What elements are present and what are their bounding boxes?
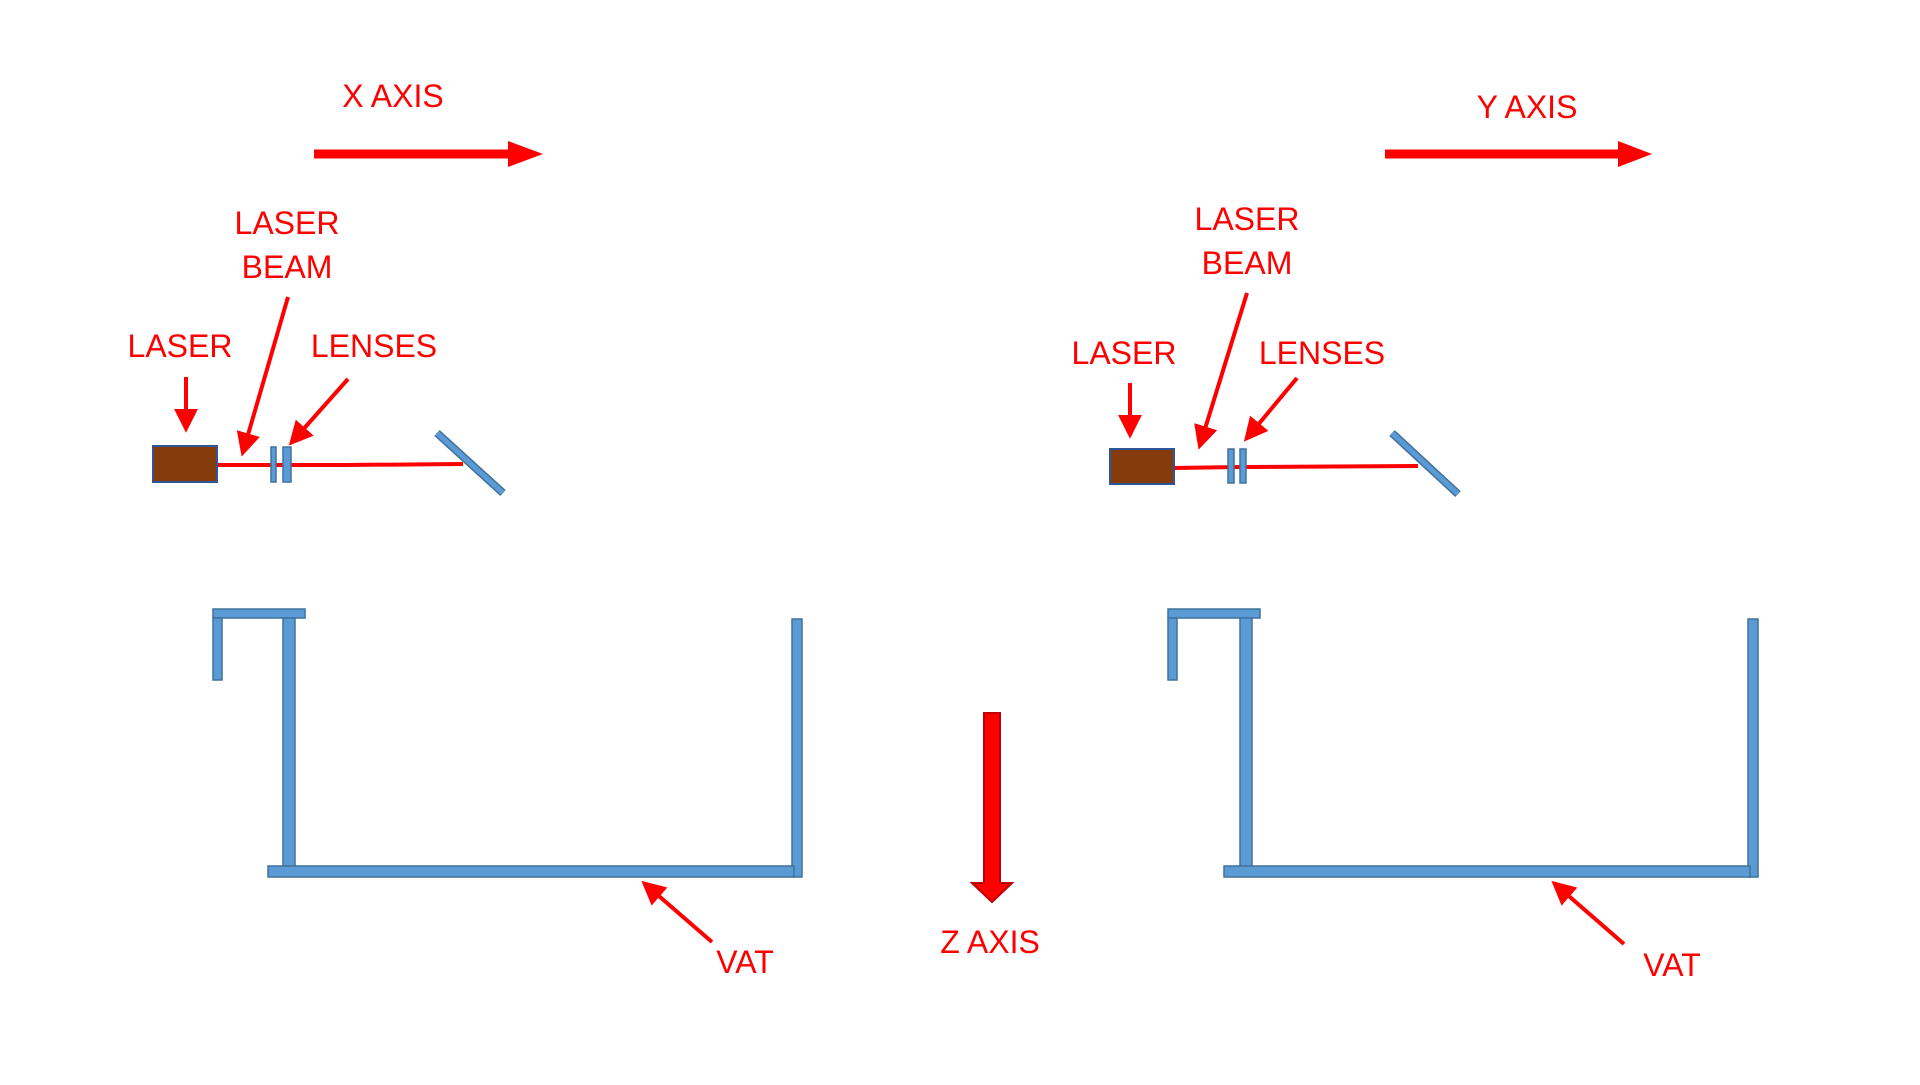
left-lenses-pointer-arrow	[288, 377, 350, 446]
right-lens-2	[1239, 448, 1247, 484]
left-mirror-highlight	[435, 431, 505, 495]
right-vat-inner-wall	[1239, 617, 1253, 869]
right-vat-lip	[1167, 617, 1178, 681]
left-beam-pointer-arrow	[236, 296, 290, 457]
right-lens-1	[1227, 448, 1235, 484]
left-vat-lip	[212, 617, 223, 681]
left-laser-beam-label-line2: BEAM	[242, 249, 333, 285]
right-laser-beam-label-line2: BEAM	[1202, 245, 1293, 281]
right-vat-pointer-arrow	[1551, 880, 1626, 946]
left-vat-pointer-arrow	[641, 880, 714, 944]
x-axis-group: X AXIS	[314, 78, 543, 167]
left-laser-beam	[217, 462, 464, 467]
left-lens-2	[282, 446, 292, 483]
z-axis-arrow	[969, 712, 1015, 904]
right-lenses-pointer-arrow	[1243, 376, 1299, 442]
right-laser-beam	[1173, 464, 1419, 470]
right-vat-right-wall	[1747, 618, 1759, 878]
left-laser-label: LASER	[128, 328, 233, 364]
z-axis-group: Z AXIS	[940, 712, 1040, 960]
left-vat-top-flange	[212, 608, 306, 619]
left-vat-floor	[267, 865, 795, 878]
z-axis-label: Z AXIS	[940, 924, 1040, 960]
right-mirror-highlight	[1390, 431, 1460, 496]
right-beam-pointer-arrow	[1194, 292, 1249, 450]
right-lenses-label: LENSES	[1259, 335, 1385, 371]
x-axis-arrow-head	[508, 141, 543, 167]
left-laser-beam-label-line1: LASER	[235, 205, 340, 241]
left-vat-label: VAT	[716, 944, 773, 980]
left-lenses-label: LENSES	[311, 328, 437, 364]
right-vat-label: VAT	[1643, 947, 1700, 983]
left-assembly: LASER LASER BEAM LENSES VAT	[128, 205, 803, 980]
left-vat-inner-wall	[282, 617, 296, 869]
right-vat-top-flange	[1167, 608, 1261, 619]
right-assembly: LASER LASER BEAM LENSES VAT	[1072, 201, 1759, 983]
y-axis-arrow-head	[1618, 141, 1652, 167]
y-axis-group: Y AXIS	[1385, 89, 1652, 167]
right-laser-label: LASER	[1072, 335, 1177, 371]
x-axis-label: X AXIS	[342, 78, 443, 114]
y-axis-label: Y AXIS	[1477, 89, 1578, 125]
left-vat-right-wall	[791, 618, 803, 878]
right-laser-beam-label-line1: LASER	[1195, 201, 1300, 237]
left-laser-body	[152, 445, 218, 483]
right-laser-body	[1109, 448, 1175, 485]
right-vat-floor	[1223, 865, 1751, 878]
left-lens-1	[270, 446, 277, 483]
